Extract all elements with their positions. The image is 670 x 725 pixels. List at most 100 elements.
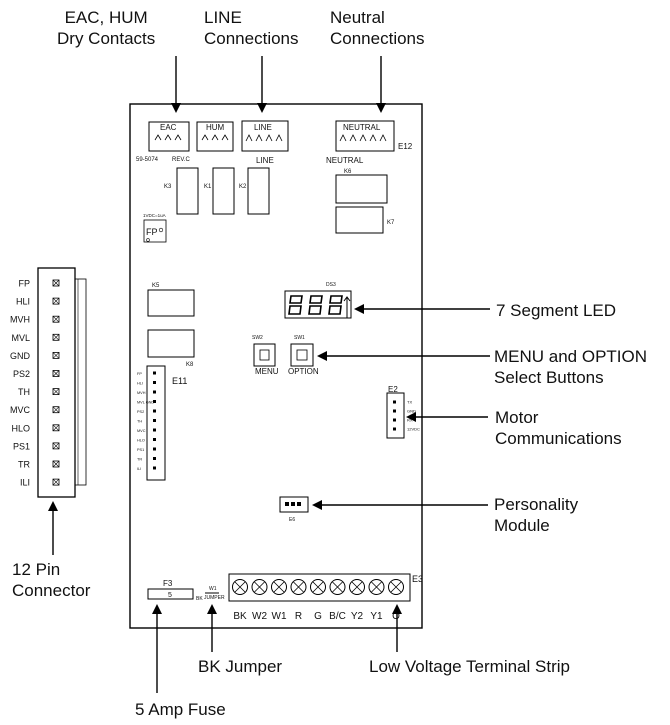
callout-neutral-connections: Neutral Connections	[330, 7, 425, 49]
screw-slot	[371, 581, 382, 593]
e2-pin-label: 12VDC	[407, 427, 420, 432]
terminal-screw	[329, 579, 346, 595]
screw-slot	[273, 581, 285, 593]
seven-segment-display: DS3	[284, 282, 352, 319]
part-number: 59-5074	[136, 157, 159, 163]
pin-terminal	[52, 424, 60, 432]
pin-mark	[52, 460, 60, 468]
callout-line: Dry Contacts	[57, 29, 156, 48]
pin-mark	[52, 370, 60, 377]
e11-pin	[153, 466, 156, 470]
e11-pin	[153, 400, 156, 403]
pin-mark	[52, 478, 60, 486]
e11-pin-label: TH	[137, 420, 142, 424]
e6-personality-module: E6	[279, 496, 309, 523]
terminal-screw	[251, 579, 268, 595]
pin-terminal	[52, 315, 60, 323]
relay-k5: K5	[147, 283, 195, 317]
terminal-label: W2	[252, 611, 267, 622]
pin-mark	[52, 406, 60, 413]
callout-seven-segment-led: 7 Segment LED	[496, 300, 616, 321]
e12-label: E12	[398, 142, 413, 151]
callout-line: EAC, HUM	[64, 8, 148, 27]
screw-slot	[234, 581, 246, 593]
svg-text:K3: K3	[164, 184, 172, 190]
terminal-label: R	[295, 611, 302, 622]
callout-line: Connections	[330, 29, 425, 48]
svg-text:K2: K2	[239, 184, 247, 190]
terminal-screw	[388, 579, 404, 595]
pin-label: TH	[18, 387, 30, 397]
screw-slot	[351, 581, 363, 593]
pin-label: PS2	[13, 369, 30, 379]
e2-pin-label: RX	[407, 418, 413, 423]
pin-terminal	[52, 297, 60, 305]
e11-pin-label: ILI	[137, 467, 141, 471]
callout-line: Low Voltage Terminal Strip	[369, 657, 570, 676]
callout-menu-option: MENU and OPTION Select Buttons	[494, 346, 647, 388]
svg-text:K5: K5	[152, 283, 160, 289]
e11-pin	[153, 371, 156, 375]
terminal-label: G	[314, 611, 322, 622]
pin-terminal	[52, 351, 60, 359]
pin-terminal	[52, 442, 60, 450]
callout-line: Select Buttons	[494, 368, 604, 387]
pin-label: TR	[18, 460, 30, 470]
screw-slot	[293, 581, 304, 593]
pin-terminal	[52, 460, 60, 468]
pin-terminal	[52, 388, 60, 396]
e2-pin	[393, 409, 396, 413]
pin-mark	[52, 297, 60, 305]
eac-connector: EAC	[148, 121, 190, 152]
svg-text:DS3: DS3	[326, 282, 336, 288]
hum-label: HUM	[206, 123, 225, 132]
pin-mark	[52, 388, 60, 395]
e11-pin-label: PS2	[137, 410, 144, 414]
callout-line: MENU and OPTION	[494, 347, 648, 366]
callout-line: Connector	[12, 581, 91, 600]
circuit-board-outline	[129, 103, 423, 629]
terminal-screw	[310, 579, 326, 595]
sw1-option-button: SW1 OPTION	[288, 335, 319, 376]
relay-k2: K2	[239, 167, 270, 215]
pin-label: MVL	[11, 333, 30, 343]
svg-text:SW2: SW2	[252, 335, 263, 341]
pin-mark	[52, 315, 60, 323]
relay-k3: K3	[164, 167, 199, 215]
svg-text:JUMPER: JUMPER	[204, 595, 225, 601]
terminal-screw	[349, 579, 365, 595]
terminal-label: B/C	[329, 611, 346, 622]
e11-pin	[153, 428, 156, 432]
e11-pin	[153, 438, 156, 441]
line-label: LINE	[254, 123, 272, 132]
pin-mark	[52, 352, 60, 359]
svg-text:MENU: MENU	[255, 367, 279, 376]
svg-text:5: 5	[168, 592, 172, 599]
svg-text:K6: K6	[344, 169, 352, 175]
pin-label: MVC	[10, 405, 31, 415]
svg-text:F3: F3	[163, 579, 173, 588]
e11-pin	[153, 419, 156, 422]
callout-line: Connections	[204, 29, 299, 48]
svg-text:E11: E11	[172, 376, 187, 386]
pin-label: FP	[18, 279, 30, 289]
fp-test-point: 1VDC=1uA FP	[143, 213, 167, 243]
e2-pin	[393, 427, 396, 431]
callout-line: Module	[494, 516, 550, 535]
svg-text:SW1: SW1	[294, 335, 305, 341]
pin-terminal	[52, 370, 60, 377]
screw-slot	[312, 581, 324, 593]
callout-line: 5 Amp Fuse	[135, 700, 226, 719]
revision: REV.C	[172, 157, 190, 163]
pin-label: HLO	[11, 423, 30, 433]
callout-12-pin-connector: 12 Pin Connector	[12, 559, 90, 601]
pin-label: PS1	[13, 441, 30, 451]
pin-label: MVH	[10, 315, 30, 325]
sw2-menu-button: SW2 MENU	[252, 335, 279, 376]
neutral-label-below: NEUTRAL	[326, 156, 364, 165]
relay-k1: K1	[204, 167, 235, 215]
